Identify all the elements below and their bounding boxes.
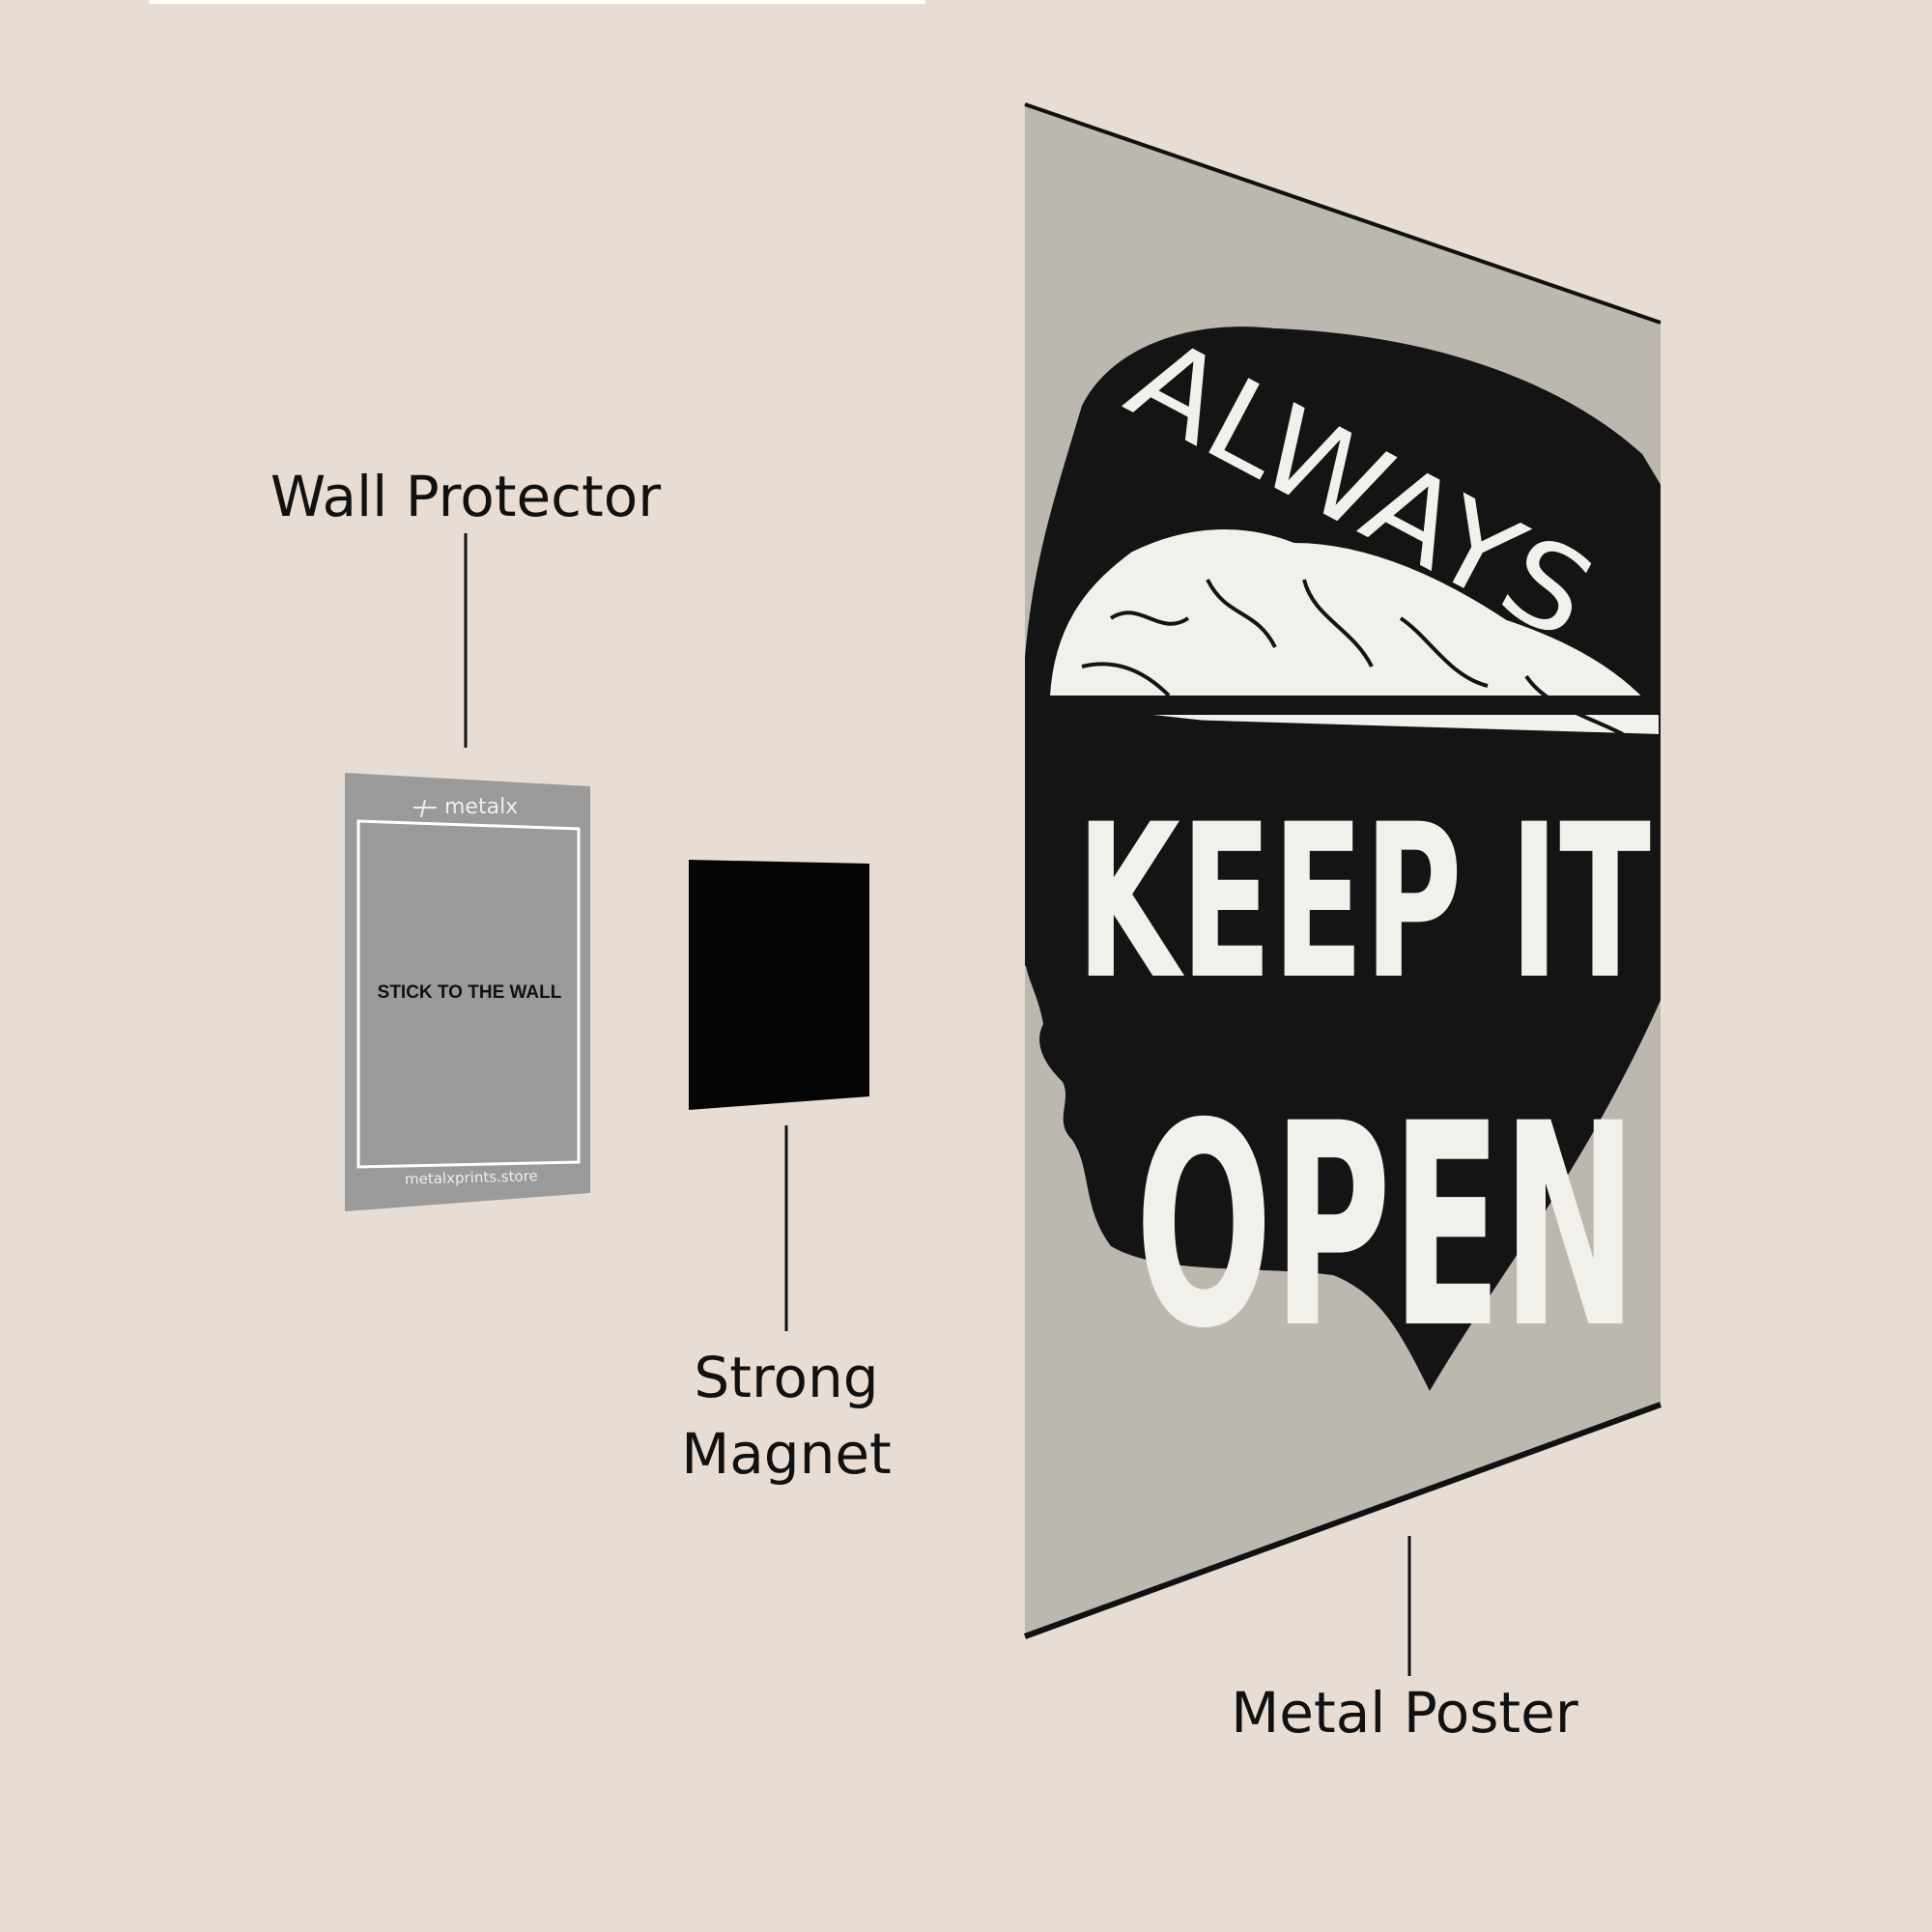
metal-poster-label: Metal Poster: [1231, 1680, 1578, 1746]
metalx-logo-icon: [413, 799, 437, 818]
poster-line-keep-it: KEEP IT: [1076, 779, 1651, 1026]
protector-website: metalxprints.store: [405, 1167, 538, 1188]
wall-protector-label: Wall Protector: [270, 464, 662, 529]
strong-magnet-label-line2: Magnet: [681, 1421, 892, 1487]
strong-magnet-label-line1: Strong: [694, 1345, 879, 1410]
wall-protector: metalx STICK TO THE WALL metalxprints.st…: [345, 773, 590, 1211]
protector-instruction: STICK TO THE WALL: [378, 982, 562, 1003]
poster-line-open: OPEN: [1135, 1065, 1637, 1390]
top-bar: [149, 0, 925, 4]
metal-poster: ALWAYS KEEP IT OPEN: [1023, 102, 1662, 1639]
protector-brand: metalx: [444, 795, 518, 819]
strong-magnet: [689, 860, 869, 1110]
